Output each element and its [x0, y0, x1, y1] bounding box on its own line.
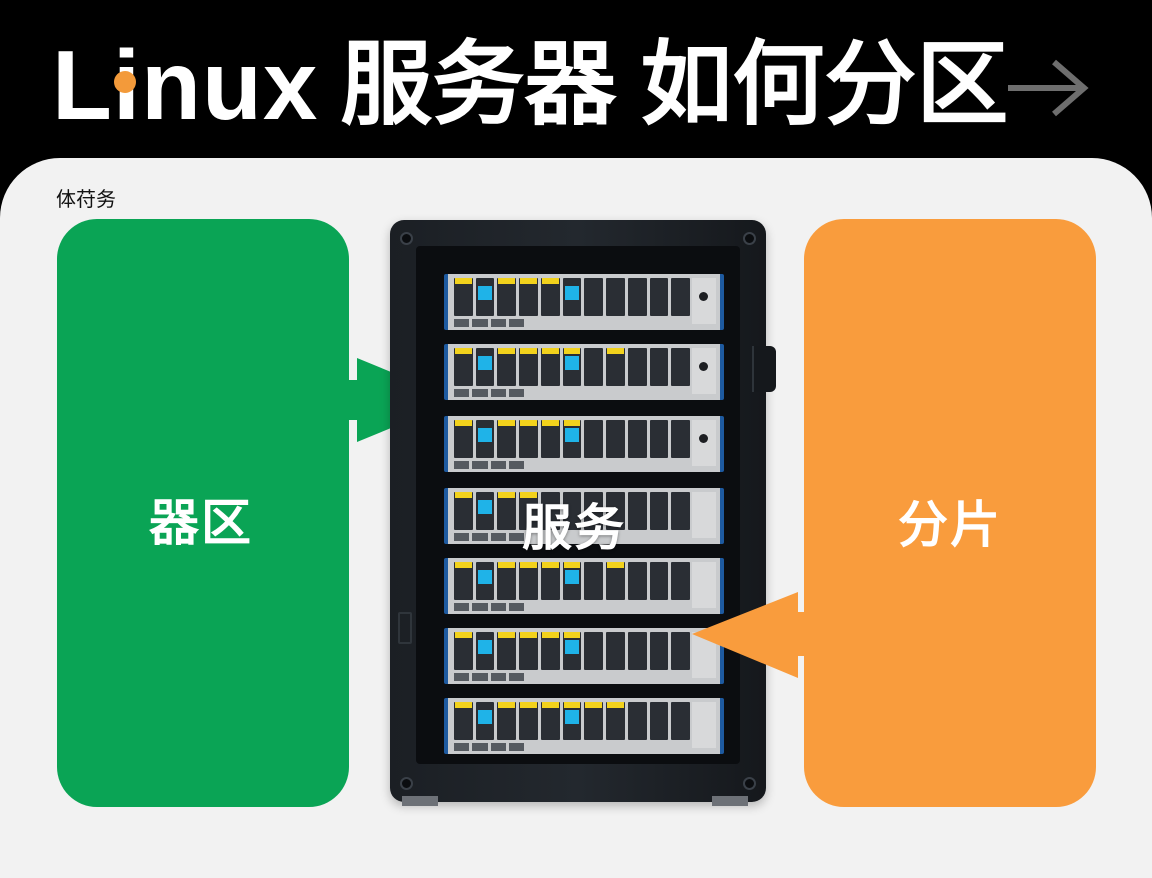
server-foot	[712, 796, 748, 806]
title-latin: Linux	[52, 30, 319, 140]
arrow-right-icon	[1008, 59, 1089, 117]
server-front-latch	[398, 612, 412, 644]
drive-tray	[444, 344, 724, 400]
page-title: Linux 服务器 如何分区	[52, 30, 1008, 140]
title-cjk-partition: 如何分区	[640, 31, 1009, 138]
center-server-label: 服务	[522, 499, 626, 557]
arrow-left-orange-icon	[692, 592, 806, 678]
title-cjk-server: 服务器	[340, 31, 617, 138]
drive-tray	[444, 698, 724, 754]
power-button-icon	[699, 292, 708, 301]
screw-icon	[400, 232, 413, 245]
drive-tray	[444, 416, 724, 472]
drive-tray	[444, 274, 724, 330]
right-block-label: 分片	[898, 496, 1002, 554]
screw-icon	[743, 777, 756, 790]
accent-dot-icon	[114, 71, 136, 93]
power-button-icon	[699, 434, 708, 443]
left-block-label: 器区	[149, 494, 253, 552]
drive-tray	[444, 628, 724, 684]
left-green-block: 器区	[57, 219, 349, 807]
drive-tray	[444, 488, 724, 544]
header-bar: Linux 服务器 如何分区	[0, 0, 1152, 160]
panel-caption: 体苻务	[56, 187, 116, 211]
drive-tray	[444, 558, 724, 614]
server-side-handle	[752, 346, 776, 392]
power-button-icon	[699, 362, 708, 371]
screw-icon	[743, 232, 756, 245]
server-foot	[402, 796, 438, 806]
screw-icon	[400, 777, 413, 790]
right-orange-block: 分片	[804, 219, 1096, 807]
